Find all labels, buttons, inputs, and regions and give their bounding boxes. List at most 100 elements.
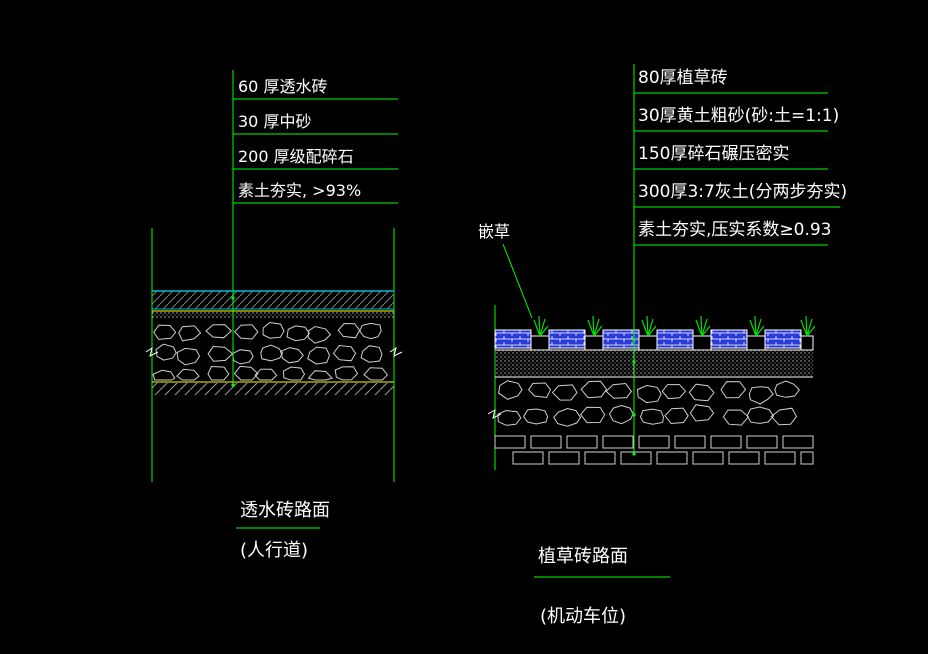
gravel-stone <box>498 380 523 400</box>
gravel-stone <box>334 366 359 381</box>
gravel-stone <box>233 365 259 381</box>
lime-soil-block <box>548 451 580 465</box>
lime-soil-block <box>710 435 742 449</box>
gravel-stone <box>636 384 662 404</box>
right-leader-node <box>632 338 636 342</box>
right-grass-paver-layer <box>494 315 816 351</box>
left-section: 60 厚透水砖 30 厚中砂 200 厚级配碎石 素土夯实, >93% 透水砖路… <box>145 70 403 561</box>
gravel-stone <box>260 344 284 362</box>
gravel-stone <box>207 345 234 362</box>
left-section-title: 透水砖路面 <box>240 500 330 521</box>
grass-tuft-icon <box>587 315 603 337</box>
gravel-stone <box>688 383 715 402</box>
gravel-stone <box>527 382 552 399</box>
left-break-mark-left <box>145 346 159 357</box>
grass-paver-block <box>764 329 802 349</box>
gravel-stone <box>360 345 383 363</box>
gravel-stone <box>664 407 689 425</box>
left-soil-layer <box>152 383 394 395</box>
gravel-stone <box>279 347 304 364</box>
gravel-stone <box>332 344 357 362</box>
gravel-stone <box>152 369 176 381</box>
right-layer-label: 300厚3:7灰土(分两步夯实) <box>638 182 847 202</box>
gravel-stone <box>551 384 578 401</box>
lime-soil-block <box>692 451 724 465</box>
grass-paver-block <box>710 329 748 349</box>
left-layer-label: 30 厚中砂 <box>238 112 311 131</box>
lime-soil-block <box>494 435 526 449</box>
right-lime-soil-layer <box>494 435 814 465</box>
gravel-stone <box>359 322 382 340</box>
grass-tuft-icon <box>749 315 765 337</box>
lime-soil-block <box>800 451 814 465</box>
gravel-stone <box>307 346 331 365</box>
grass-tuft-icon <box>533 315 549 337</box>
right-leader-node <box>632 413 636 417</box>
right-leader-node <box>632 452 636 456</box>
gravel-stone <box>748 386 774 405</box>
gravel-stone <box>307 325 332 344</box>
lime-soil-block <box>620 451 652 465</box>
grass-cell <box>692 335 712 351</box>
gravel-stone <box>497 409 522 426</box>
gravel-stone <box>689 404 715 422</box>
lime-soil-block <box>746 435 778 449</box>
grass-leader-line <box>502 243 533 319</box>
left-sand-layer <box>152 310 394 318</box>
gravel-stone <box>307 370 334 381</box>
gravel-stone <box>770 407 798 426</box>
gravel-stone <box>608 404 634 425</box>
right-layer-label: 80厚植草砖 <box>638 68 728 88</box>
gravel-stone <box>282 366 306 381</box>
gravel-stone <box>579 406 606 424</box>
gravel-stone <box>178 325 202 342</box>
right-section-subtitle: (机动车位) <box>540 606 626 627</box>
grass-paver-block <box>548 329 586 349</box>
lime-soil-block <box>782 435 814 449</box>
right-layer-label: 30厚黄土粗砂(砂:土=1:1) <box>638 106 839 126</box>
grass-label: 嵌草 <box>478 222 510 241</box>
gravel-stone <box>363 367 389 381</box>
gravel-stone <box>661 384 687 400</box>
lime-soil-block <box>656 451 688 465</box>
gravel-stone <box>205 324 233 339</box>
right-layer-label: 素土夯实,压实系数≥0.93 <box>638 220 832 240</box>
gravel-stone <box>234 324 259 340</box>
grass-tuft-icon <box>641 315 657 337</box>
right-layer-label: 150厚碎石碾压密实 <box>638 144 789 164</box>
gravel-stone <box>176 368 200 381</box>
gravel-stone <box>231 349 254 365</box>
grass-paver-block <box>494 329 532 349</box>
left-section-subtitle: (人行道) <box>240 540 308 561</box>
lime-soil-block <box>674 435 706 449</box>
gravel-stone <box>155 343 177 361</box>
right-sand-layer <box>495 350 813 376</box>
left-leader-node <box>231 296 235 300</box>
gravel-stone <box>639 408 665 425</box>
gravel-stone <box>553 407 582 427</box>
grass-tuft-icon <box>800 315 816 337</box>
grass-cell <box>746 335 766 351</box>
left-layer-label: 60 厚透水砖 <box>238 77 327 96</box>
right-crushed-stone-layer <box>497 380 800 427</box>
lime-soil-block <box>584 451 616 465</box>
gravel-stone <box>605 382 633 399</box>
gravel-stone <box>720 381 747 399</box>
gravel-stone <box>176 347 201 366</box>
grass-cell <box>800 335 814 351</box>
gravel-stone <box>153 324 177 340</box>
gravel-stone <box>262 321 285 339</box>
right-break-mark-left <box>487 408 502 419</box>
lime-soil-block <box>602 435 634 449</box>
lime-soil-block <box>728 451 760 465</box>
grass-cell <box>638 335 658 351</box>
right-section: 嵌草 80厚植草砖 30厚黄土粗砂(砂:土=1:1) 150厚碎石碾压密实 30… <box>478 64 847 627</box>
left-gravel-layer <box>152 321 389 381</box>
grass-paver-block <box>656 329 694 349</box>
lime-soil-block <box>530 435 562 449</box>
gravel-stone <box>774 380 800 398</box>
left-paver-layer <box>152 291 394 309</box>
grass-tuft-icon <box>695 315 711 337</box>
lime-soil-block <box>764 451 796 465</box>
